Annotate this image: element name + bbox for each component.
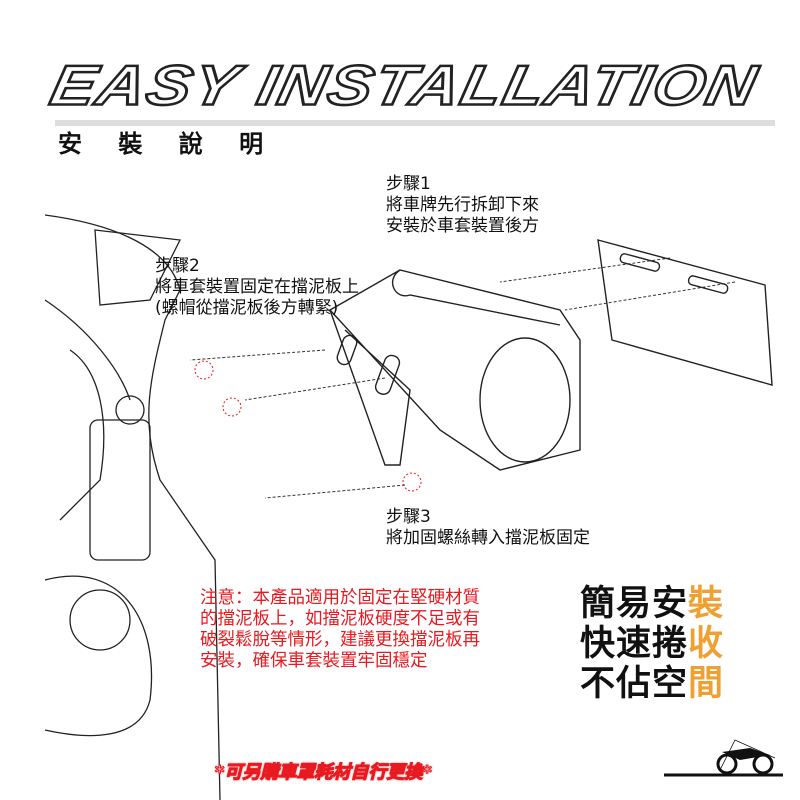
- warning-line: 的擋泥板上，如擋泥板硬度不足或有: [200, 609, 480, 629]
- slogan-line: 不佔空間: [580, 664, 725, 704]
- step-3: 步驟3 將加固螺絲轉入擋泥板固定: [386, 507, 590, 549]
- step-2: 步驟2 將車套裝置固定在擋泥板上 (螺帽從擋泥板後方轉緊): [155, 256, 359, 319]
- slogan: 簡易安裝 快速捲收 不佔空間: [580, 584, 724, 704]
- scooter-outline: [44, 214, 221, 800]
- slogan-line: 簡易安裝: [580, 584, 725, 624]
- slogan-line: 快速捲收: [580, 624, 725, 664]
- warning-note: 注意：本產品適用於固定在堅硬材質 的擋泥板上，如擋泥板硬度不足或有 破裂鬆脫等情…: [200, 588, 540, 672]
- step-1: 步驟1 將車牌先行拆卸下來 安裝於車套裝置後方: [386, 174, 539, 237]
- step-label: 步驟1: [386, 174, 431, 194]
- motorcycle-logo-icon: [664, 739, 783, 777]
- step-label: 步驟3: [386, 507, 431, 527]
- license-plate: [597, 239, 773, 386]
- footnote: *可另購車罩耗材自行更換*: [215, 762, 433, 784]
- page-subtitle: 安 裝 說 明: [58, 130, 278, 158]
- step-label: 步驟2: [155, 256, 200, 276]
- title-underline: [55, 120, 775, 126]
- warning-line: 安裝，確保車套裝置牢固穩定: [200, 651, 428, 671]
- step-text: 將車牌先行拆卸下來: [386, 195, 539, 215]
- step-text: 將加固螺絲轉入擋泥板固定: [386, 528, 590, 548]
- step-text: (螺帽從擋泥板後方轉緊): [155, 298, 339, 318]
- cover-device: [328, 269, 581, 471]
- highlight-circles: [194, 360, 422, 492]
- warning-line: 破裂鬆脫等情形，建議更換擋泥板再: [200, 630, 480, 650]
- warning-line: 注意：本產品適用於固定在堅硬材質: [200, 588, 480, 608]
- step-text: 安裝於車套裝置後方: [386, 216, 539, 236]
- step-text: 將車套裝置固定在擋泥板上: [155, 277, 359, 297]
- guide-arrows: [189, 257, 736, 499]
